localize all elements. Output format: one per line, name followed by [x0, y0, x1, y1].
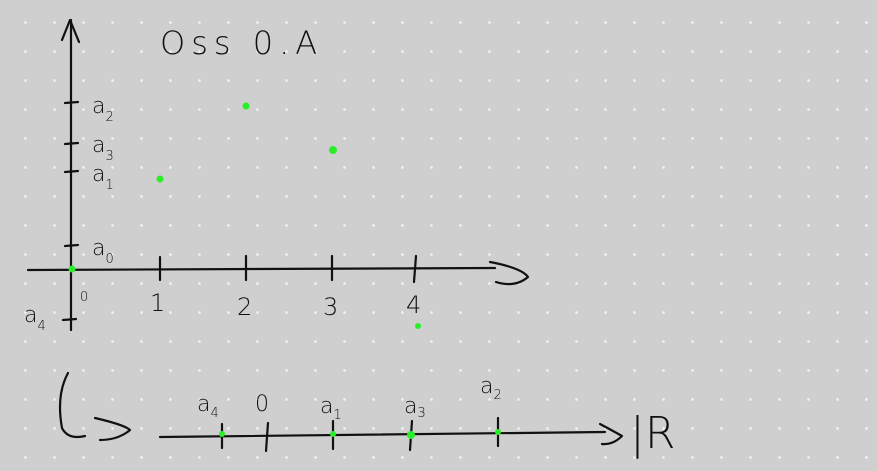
x-label-1: 1 — [150, 289, 165, 317]
point-a4 — [415, 323, 421, 329]
y-label-a0: a0 — [92, 236, 114, 267]
x-tick-4 — [412, 254, 418, 284]
y-label-a1: a1 — [92, 162, 114, 193]
sequence-points — [68, 102, 421, 329]
y-label-a4: a4 — [24, 303, 46, 334]
line-label-a2: a2 — [480, 374, 502, 403]
y-axis-arrowhead — [60, 18, 81, 44]
point-a1 — [156, 175, 164, 183]
line-point-a3 — [407, 431, 415, 439]
y-label-a2: a2 — [92, 94, 114, 125]
number-line-arrowhead — [598, 422, 624, 446]
line-label-a3: a3 — [404, 394, 426, 421]
cartesian-axes — [26, 18, 530, 332]
point-a2 — [242, 102, 250, 110]
line-point-a1 — [330, 431, 336, 437]
page-title: Oss 0.A — [160, 24, 323, 62]
line-tick-0 — [264, 421, 270, 453]
arrow-shaft — [58, 371, 87, 439]
real-number-line: a4 0 a1 a3 a2 |R — [158, 374, 675, 459]
x-axis-arrowhead — [488, 260, 530, 286]
y-tick-a0 — [63, 243, 80, 248]
y-tick-a4 — [61, 317, 78, 322]
number-line — [158, 430, 607, 439]
x-axis — [26, 266, 497, 272]
y-label-a3: a3 — [92, 133, 114, 164]
x-axis-labels: 0 1 2 3 4 — [80, 289, 421, 321]
x-label-2: 2 — [237, 293, 252, 321]
point-a3 — [329, 146, 337, 154]
origin-label: 0 — [80, 290, 88, 305]
x-label-4: 4 — [406, 291, 421, 319]
y-tick-a3 — [63, 141, 80, 146]
line-label-a1: a1 — [320, 394, 342, 423]
line-label-0: 0 — [255, 392, 269, 417]
line-point-a4 — [219, 431, 225, 437]
y-tick-a1 — [63, 169, 80, 174]
y-tick-a2 — [63, 100, 80, 105]
point-a0 — [68, 265, 76, 273]
real-numbers-symbol: |R — [630, 408, 675, 459]
y-axis-labels: a2 a3 a1 a0 a4 — [24, 94, 114, 334]
arrow-head — [93, 416, 132, 442]
implication-arrow — [58, 371, 132, 442]
line-point-a2 — [495, 429, 501, 435]
x-label-3: 3 — [323, 293, 338, 321]
line-label-a4: a4 — [197, 392, 219, 421]
